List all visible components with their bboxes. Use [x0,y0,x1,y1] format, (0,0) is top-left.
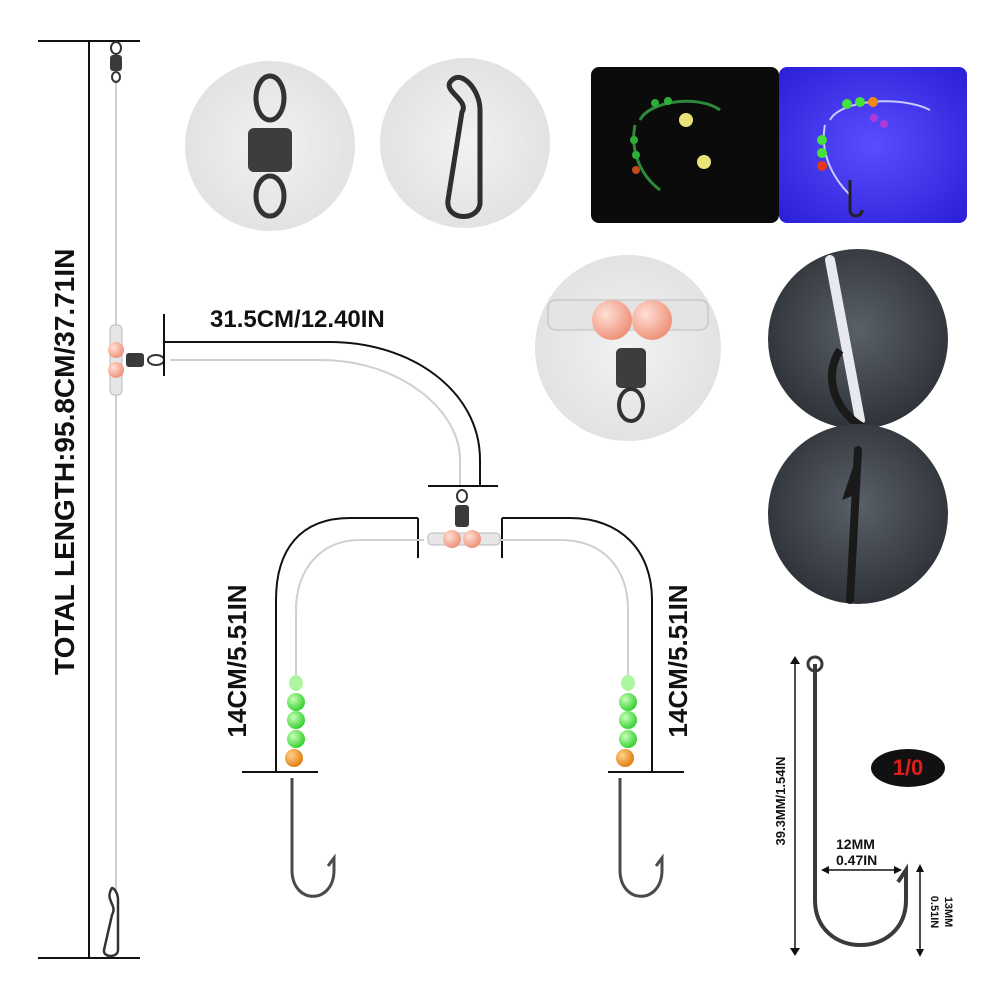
center-connector [427,489,501,548]
bead-icon [285,749,303,767]
top-arm [163,314,498,487]
bead-icon [463,530,481,548]
hook-icon [290,778,336,898]
bead-icon [619,730,637,748]
bead-icon [108,342,124,358]
snap-photo [380,58,550,228]
bead-icon [619,711,637,729]
bead-icon [287,730,305,748]
total-length-label: TOTAL LENGTH:95.8CM/37.71IN [49,248,80,675]
left-leader [242,517,424,898]
bead-icon [619,693,637,711]
snap-icon [102,886,120,958]
hook-spec [790,655,924,957]
bead-icon [287,711,305,729]
glow-dark-photo [591,67,779,223]
swivel-icon [110,41,122,83]
right-leader-label: 14CM/5.51IN [663,584,693,738]
hook-gap-inch-label: 0.47IN [836,852,878,868]
three-way-connector [108,324,165,396]
connector-photo [535,255,721,441]
bead-icon [287,693,305,711]
right-leader [500,517,684,898]
hook-size-label: 1/0 [892,755,924,780]
total-length-dimension [38,40,140,959]
top-arm-label: 31.5CM/12.40IN [210,306,385,333]
bead-icon [621,675,635,691]
glow-uv-photo [779,67,967,223]
hook-point-photo [768,424,948,604]
hook-size-badge: 1/0 [871,749,945,787]
bead-icon [289,675,303,691]
swivel-photo [185,61,355,231]
left-leader-label: 14CM/5.51IN [222,584,252,738]
main-line [102,41,165,958]
hook-barb-label: 13MM [942,896,954,928]
bead-icon [108,362,124,378]
hook-length-label: 39.3MM/1.54IN [773,756,788,846]
bead-icon [616,749,634,767]
knot-photo [768,249,948,434]
hook-icon [618,778,664,898]
hook-icon [813,664,908,947]
hook-barb-inch-label: 0.51IN [928,895,940,929]
hook-gap-label: 12MM [836,836,875,852]
bead-icon [443,530,461,548]
